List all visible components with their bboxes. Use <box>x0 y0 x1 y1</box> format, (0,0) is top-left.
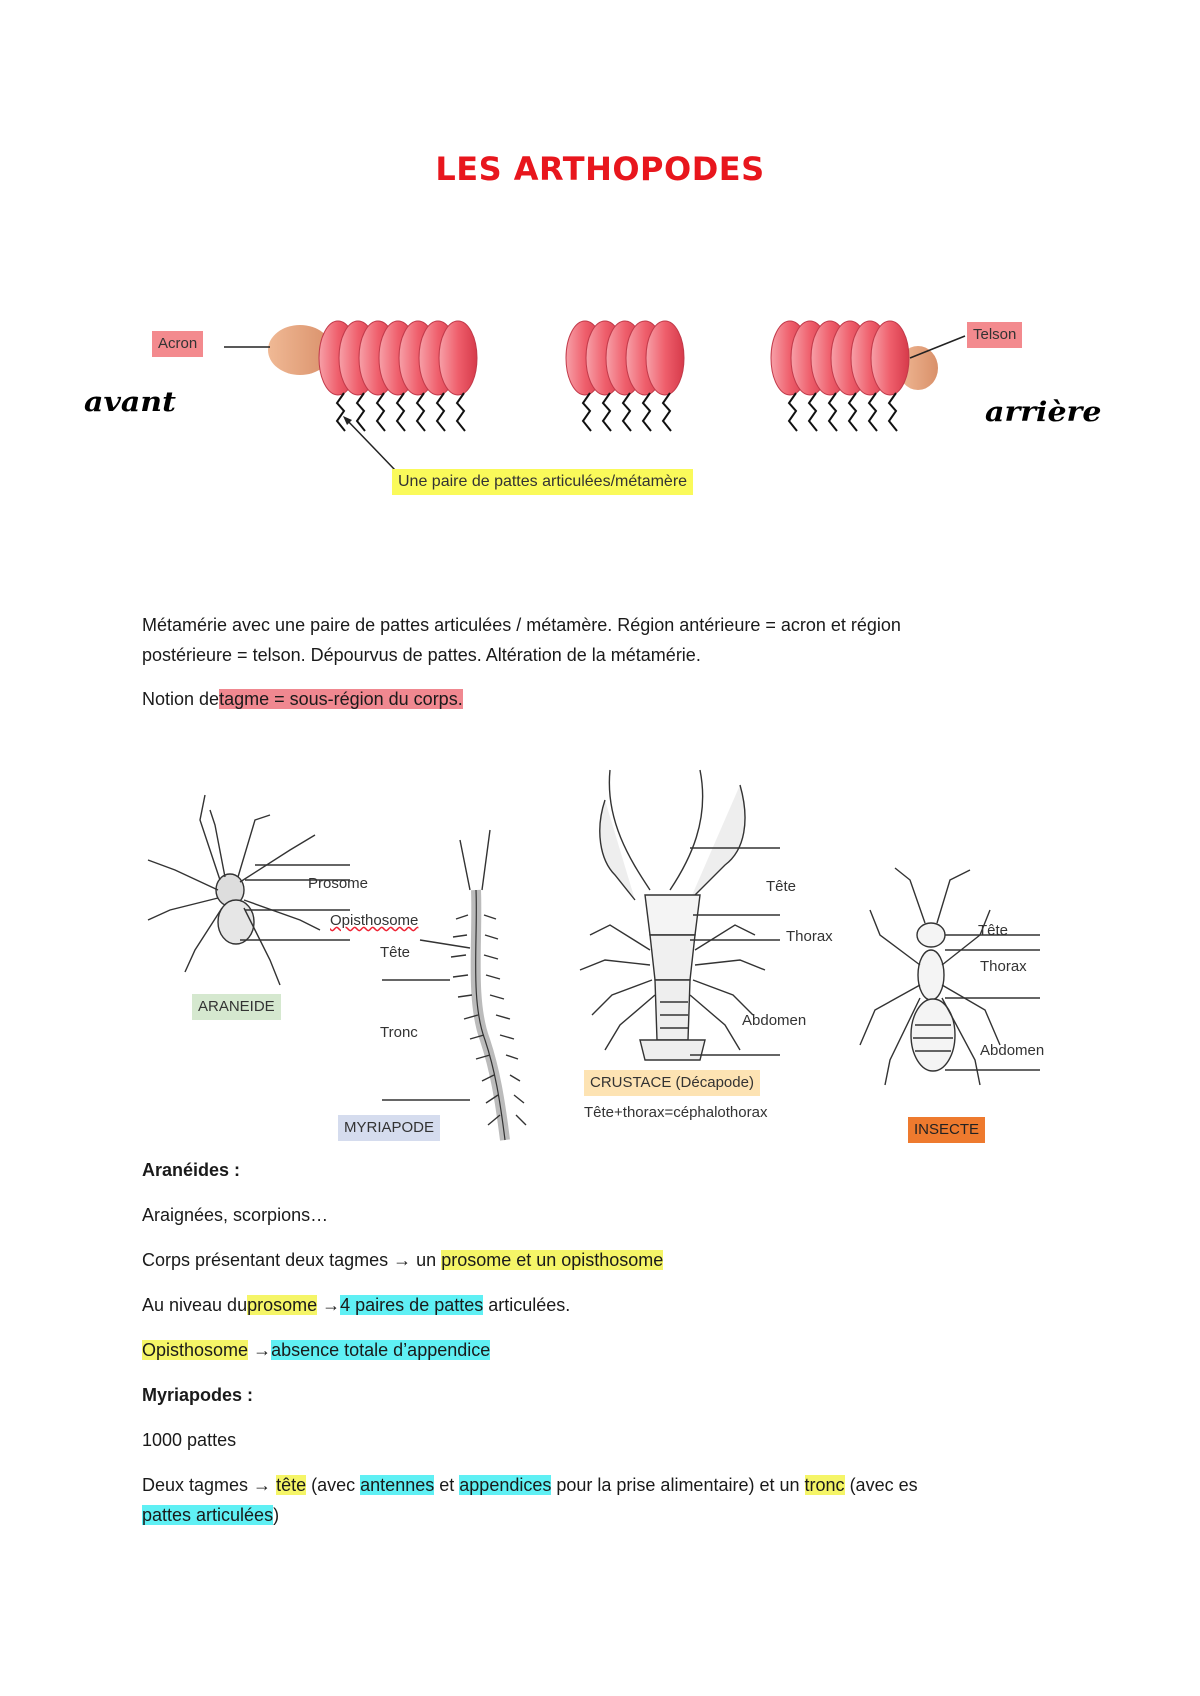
pattes-highlight: 4 paires de pattes <box>340 1295 484 1315</box>
avant-handwriting: avant <box>84 386 176 419</box>
araneide-tag: ARANEIDE <box>192 994 281 1020</box>
insecte-abdomen-label: Abdomen <box>980 1042 1045 1059</box>
prosome-opisthosome-highlight: prosome et un opisthosome <box>441 1250 664 1270</box>
metamery-diagram <box>224 320 966 471</box>
myriapodes-heading: Myriapodes : <box>142 1385 254 1405</box>
crayfish-drawing <box>579 769 766 1061</box>
araneides-examples: Araignées, scorpions… <box>142 1205 329 1225</box>
pattes-label: Une paire de pattes articulées/métamère <box>392 469 694 495</box>
cephalothorax-note: Tête+thorax=céphalothorax <box>584 1104 768 1121</box>
myriapodes-count: 1000 pattes <box>142 1430 237 1450</box>
arriere-handwriting: arrière <box>985 396 1102 429</box>
prosome-label: Prosome <box>308 875 369 892</box>
insecte-tete-label: Tête <box>978 922 1009 939</box>
crustace-tag: CRUSTACE (Décapode) <box>584 1070 760 1096</box>
acron-shape <box>268 325 332 375</box>
telson-label: Telson <box>967 322 1023 348</box>
pattes-articulees-highlight: pattes articulées <box>142 1505 274 1525</box>
segments-middle <box>565 320 685 432</box>
arthropod-groups-diagram <box>147 769 1040 1141</box>
insecte-thorax-label: Thorax <box>980 958 1027 975</box>
crustace-thorax-label: Thorax <box>786 928 833 945</box>
opisthosome-label: Opisthosome <box>330 912 419 929</box>
araneides-prosome: Au niveau duprosome →4 paires de pattes … <box>142 1295 571 1315</box>
segments-left <box>318 320 478 432</box>
araneides-opisthosome: Opisthosome →absence totale d’appendice <box>142 1340 491 1360</box>
crustace-abdomen-label: Abdomen <box>742 1012 807 1029</box>
segments-right <box>770 320 910 432</box>
antennes-highlight: antennes <box>360 1475 435 1495</box>
intro-line-1: Métamérie avec une paire de pattes artic… <box>142 615 901 635</box>
opisthosome-highlight: Opisthosome <box>142 1340 249 1360</box>
myriapod-tete-label: Tête <box>380 944 411 961</box>
myriapodes-tagmes: Deux tagmes → tête (avec antennes et app… <box>142 1475 918 1525</box>
tete-highlight: tête <box>276 1475 307 1495</box>
page-title: LES ARTHOPODES <box>435 150 765 188</box>
appendices-highlight: appendices <box>459 1475 552 1495</box>
tagme-highlight: tagme = sous-région du corps. <box>219 689 463 709</box>
acron-label: Acron <box>152 331 204 357</box>
intro-line-2: postérieure = telson. Dépourvus de patte… <box>142 645 701 665</box>
myriapode-tag: MYRIAPODE <box>338 1115 441 1141</box>
notion-tagme: Notion detagme = sous-région du corps. <box>142 689 463 709</box>
insecte-tag: INSECTE <box>908 1117 986 1143</box>
crustace-tete-label: Tête <box>766 878 797 895</box>
telson-pointer <box>909 335 966 359</box>
spider-drawing <box>147 794 321 986</box>
myriapod-drawing <box>450 829 527 1141</box>
araneides-heading: Aranéides : <box>142 1160 241 1180</box>
tronc-label: Tronc <box>380 1024 418 1041</box>
araneides-tagmes: Corps présentant deux tagmes → un prosom… <box>142 1250 664 1270</box>
absence-highlight: absence totale d’appendice <box>271 1340 491 1360</box>
tronc-highlight: tronc <box>804 1475 845 1495</box>
prosome-highlight: prosome <box>247 1295 318 1315</box>
ant-drawing <box>859 867 1001 1086</box>
pattes-pointer <box>344 417 396 471</box>
